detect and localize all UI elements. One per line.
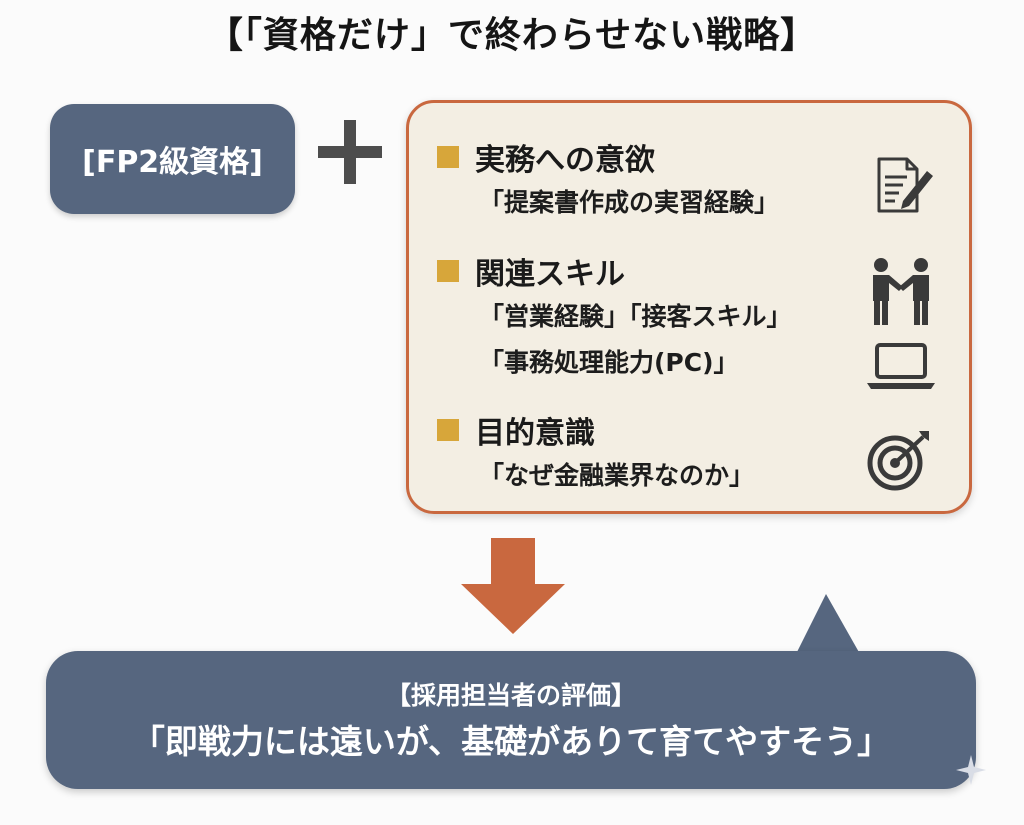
evaluation-bubble: 【採用担当者の評価】 「即戦力には遠いが、基礎がありて育てやすそう」 xyxy=(46,651,976,789)
evaluation-label: 【採用担当者の評価】 xyxy=(385,681,636,710)
page-title: 【「資格だけ」で終わらせない戦略】 xyxy=(206,15,818,56)
item-line-purpose: 「なぜ金融業界なのか」 xyxy=(479,461,755,490)
target-icon xyxy=(867,431,929,491)
qualification-box: [FP2級資格] xyxy=(50,104,295,214)
speech-bubble-tail xyxy=(796,594,860,654)
bullet-square-icon xyxy=(437,146,459,168)
item-line-skills-2: 「事務処理能力(PC)」 xyxy=(479,348,739,377)
handshake-icon xyxy=(873,258,929,325)
strategy-card: 実務への意欲 「提案書作成の実習経験」 関連スキル 「営業経験」「接客スキル」 … xyxy=(406,100,972,514)
document-pen-icon xyxy=(877,157,933,213)
down-arrow-icon xyxy=(461,538,565,634)
item-line-motivation: 「提案書作成の実習経験」 xyxy=(479,188,780,217)
qualification-label: [FP2級資格] xyxy=(82,145,263,180)
bullet-square-icon xyxy=(437,419,459,441)
item-heading-skills: 関連スキル xyxy=(437,249,625,293)
evaluation-quote: 「即戦力には遠いが、基礎がありて育てやすそう」 xyxy=(131,722,891,761)
item-heading-purpose: 目的意識 xyxy=(437,408,595,452)
item-heading-motivation: 実務への意欲 xyxy=(437,135,655,179)
plus-icon xyxy=(318,120,382,184)
laptop-icon xyxy=(867,343,935,389)
item-line-skills-1: 「営業経験」「接客スキル」 xyxy=(479,302,792,331)
bullet-square-icon xyxy=(437,260,459,282)
sparkle-icon xyxy=(956,755,986,785)
